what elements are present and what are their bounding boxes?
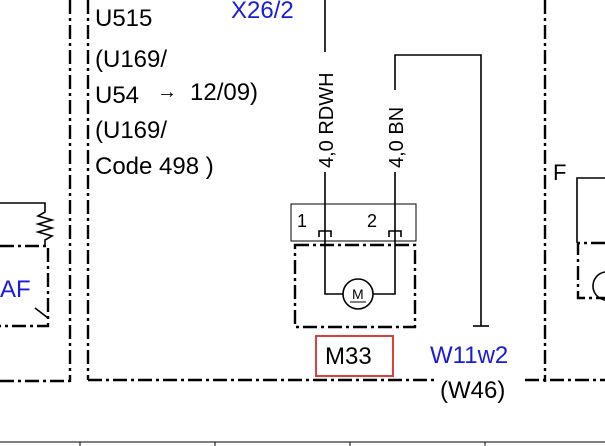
right-component-box xyxy=(576,241,605,300)
right-component-symbol xyxy=(592,271,605,301)
right-partial-label: F xyxy=(553,160,566,185)
left-switch-contact xyxy=(34,307,49,319)
note-line-3: (U169/ xyxy=(95,117,167,144)
motor-wire-right xyxy=(373,231,396,295)
motor-box xyxy=(293,243,417,329)
note-arrow: → xyxy=(157,81,177,103)
left-partial-label: AF xyxy=(0,276,31,303)
wire-label-bn: 4,0 BN xyxy=(386,107,408,168)
note-line-4: Code 498 ) xyxy=(95,153,214,180)
motor-symbol-label: M xyxy=(352,286,364,302)
component-label: M33 xyxy=(325,343,372,370)
x26-2-label: X26/2 xyxy=(231,0,294,24)
wire-label-rdwh: 4,0 RDWH xyxy=(316,72,338,168)
pin1-label: 1 xyxy=(297,211,307,231)
u515-label: U515 xyxy=(95,5,152,32)
note-line-2a: U54 xyxy=(95,82,139,109)
ground-alt-label: (W46) xyxy=(440,377,505,404)
left-component-box xyxy=(0,244,50,328)
left-resistor-wire xyxy=(0,202,55,246)
note-line-1: (U169/ xyxy=(95,46,167,73)
component-highlight-box xyxy=(315,335,394,377)
ground-label: W11w2 xyxy=(430,342,508,369)
wire-label-bg-left xyxy=(311,52,339,172)
motor-wire-left xyxy=(324,231,343,295)
note-line-2b: 12/09) xyxy=(190,79,258,106)
right-wire xyxy=(576,177,605,243)
pin2-label: 2 xyxy=(367,211,377,231)
connector-outline xyxy=(290,203,417,242)
wire-label-bg-right xyxy=(381,90,409,172)
ground-alt-bg xyxy=(436,374,524,404)
